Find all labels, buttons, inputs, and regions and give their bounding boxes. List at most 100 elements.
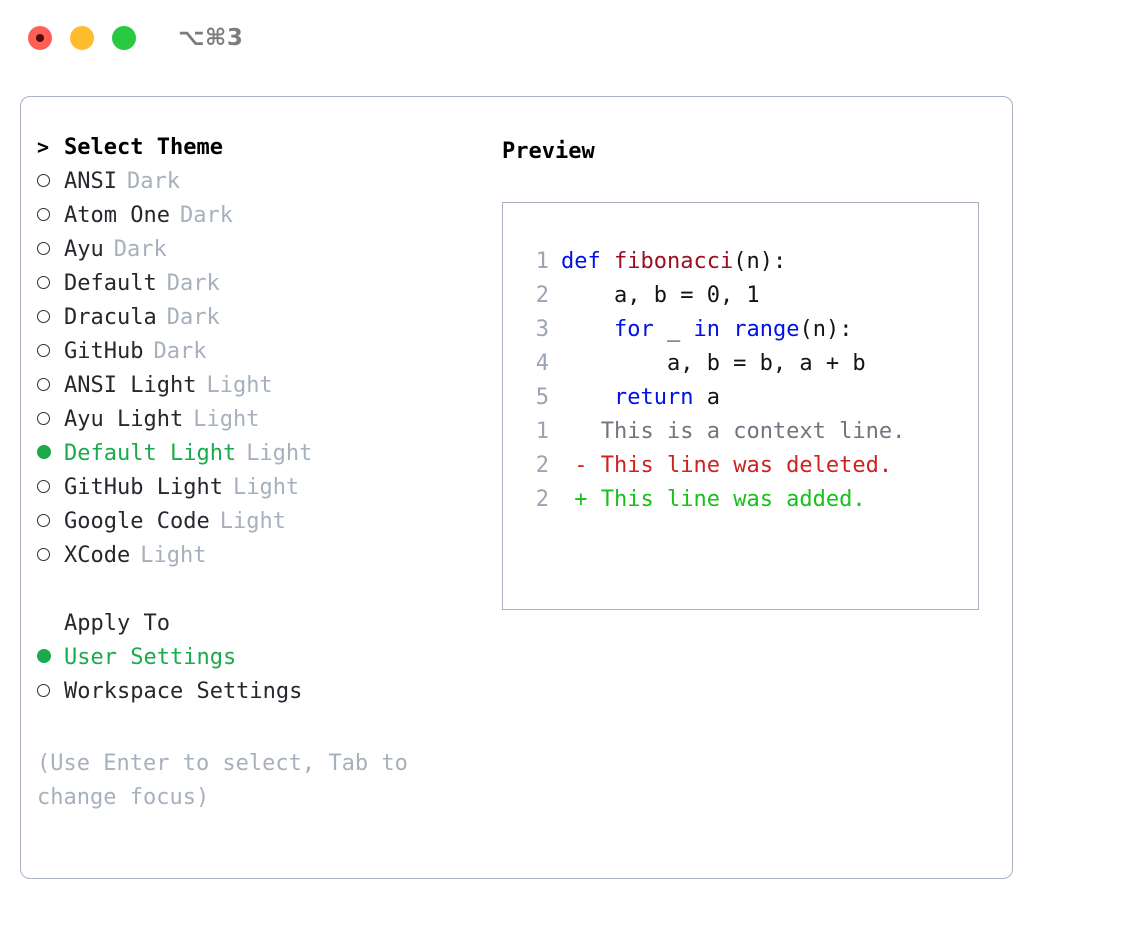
title-bar: ⌥⌘3: [0, 0, 1140, 76]
theme-item-variant: Light: [193, 407, 260, 432]
keyboard-hint: (Use Enter to select, Tab to change focu…: [37, 751, 408, 810]
code-line-number: 4: [535, 351, 549, 376]
theme-item-ansi-light[interactable]: ANSI Light Light: [37, 373, 497, 407]
code-token: a, b = 0, 1: [561, 283, 760, 308]
theme-item-variant: Dark: [153, 339, 207, 364]
preview-column: Preview 1 def fibonacci(n): 2 a, b = 0, 1 3…: [502, 135, 992, 610]
diff-marker: -: [561, 453, 601, 478]
apply-to-item-label: Workspace Settings: [64, 679, 303, 704]
code-token: [561, 381, 614, 415]
theme-item-dracula[interactable]: Dracula Dark: [37, 305, 497, 339]
theme-item-label: GitHub Light: [64, 475, 223, 500]
diff-line: 1 This is a context line.: [519, 415, 906, 449]
theme-item-variant: Light: [232, 475, 300, 500]
radio-selected-icon[interactable]: [37, 443, 64, 463]
radio-unselected-icon[interactable]: [37, 477, 64, 497]
window-controls: [28, 26, 136, 50]
theme-item-variant: Light: [219, 509, 286, 534]
radio-unselected-icon[interactable]: [37, 511, 64, 531]
select-theme-header: > Select Theme: [37, 135, 497, 169]
code-sample: 1 def fibonacci(n): 2 a, b = 0, 1 3 for _ i…: [519, 245, 866, 415]
close-window-icon[interactable]: [28, 26, 52, 50]
radio-unselected-icon[interactable]: [37, 239, 64, 259]
radio-unselected-icon[interactable]: [37, 341, 64, 361]
theme-item-google-code[interactable]: Google Code Light: [37, 509, 497, 543]
theme-item-ansi[interactable]: ANSI Dark: [37, 169, 497, 203]
theme-item-github-light[interactable]: GitHub Light Light: [37, 475, 497, 509]
minimize-window-icon[interactable]: [70, 26, 94, 50]
theme-item-github[interactable]: GitHub Dark: [37, 339, 497, 373]
code-token: return: [613, 385, 694, 410]
theme-item-variant: Light: [246, 441, 313, 466]
code-line-number: 1: [535, 249, 549, 274]
code-line-number: 5: [535, 385, 549, 410]
preview-box: 1 def fibonacci(n): 2 a, b = 0, 1 3 for _ i…: [502, 202, 979, 610]
preview-title: Preview: [502, 139, 595, 164]
code-token: [561, 313, 614, 347]
theme-item-label: Atom One: [64, 203, 170, 228]
radio-unselected-icon[interactable]: [37, 681, 64, 701]
theme-item-label: Default Light: [64, 441, 237, 466]
theme-item-variant: Dark: [113, 237, 167, 262]
code-token: [720, 313, 733, 347]
theme-item-label: ANSI: [64, 169, 117, 194]
theme-item-variant: Light: [206, 373, 273, 398]
theme-item-variant: Dark: [179, 203, 233, 228]
code-token: in: [693, 317, 720, 342]
code-line: 3 for _ in range(n):: [519, 313, 866, 347]
diff-line: 2 - This line was deleted.: [519, 449, 905, 483]
theme-item-label: Default: [64, 271, 157, 296]
radio-unselected-icon[interactable]: [37, 545, 64, 565]
theme-item-label: ANSI Light: [64, 373, 197, 398]
radio-unselected-icon[interactable]: [37, 273, 64, 293]
diff-text: This line was deleted.: [600, 453, 893, 478]
theme-item-label: Google Code: [64, 509, 210, 534]
theme-item-label: Dracula: [64, 305, 157, 330]
list-spacer: [37, 577, 497, 611]
apply-to-item-label: User Settings: [64, 645, 237, 670]
diff-line-number: 1: [535, 419, 549, 444]
theme-item-variant: Dark: [126, 169, 180, 194]
code-line-number: 3: [535, 317, 549, 342]
radio-unselected-icon[interactable]: [37, 205, 64, 225]
code-token: range: [733, 317, 800, 342]
keyboard-shortcut-label: ⌥⌘3: [178, 25, 244, 51]
radio-selected-icon[interactable]: [37, 647, 64, 667]
diff-line-number: 2: [535, 487, 549, 512]
code-line: 1 def fibonacci(n):: [519, 245, 866, 279]
theme-item-default[interactable]: Default Dark: [37, 271, 497, 305]
theme-item-atom-one[interactable]: Atom One Dark: [37, 203, 497, 237]
code-token: _: [653, 317, 694, 342]
code-line: 5 return a: [519, 381, 866, 415]
apply-to-item-workspace-settings[interactable]: Workspace Settings: [37, 679, 497, 713]
diff-marker: [561, 415, 601, 449]
diff-sample: 1 This is a context line.2 - This line w…: [519, 415, 906, 517]
radio-unselected-icon[interactable]: [37, 375, 64, 395]
diff-text: This line was added.: [600, 487, 866, 512]
theme-item-default-light[interactable]: Default Light Light: [37, 441, 497, 475]
theme-item-label: Ayu Light: [64, 407, 184, 432]
theme-item-variant: Dark: [166, 305, 220, 330]
theme-item-label: GitHub: [64, 339, 144, 364]
select-theme-title: Select Theme: [64, 135, 223, 160]
code-token: (n):: [733, 249, 787, 274]
theme-item-label: Ayu: [64, 237, 104, 262]
maximize-window-icon[interactable]: [112, 26, 136, 50]
code-token: def: [561, 249, 614, 274]
theme-item-variant: Dark: [166, 271, 220, 296]
radio-unselected-icon[interactable]: [37, 171, 64, 191]
code-line-number: 2: [535, 283, 549, 308]
radio-unselected-icon[interactable]: [37, 307, 64, 327]
theme-item-variant: Light: [140, 543, 207, 568]
caret-icon: >: [37, 135, 50, 159]
radio-unselected-icon[interactable]: [37, 409, 64, 429]
diff-line-number: 2: [535, 453, 549, 478]
apply-to-item-user-settings[interactable]: User Settings: [37, 645, 497, 679]
code-token: fibonacci: [613, 249, 734, 274]
theme-item-ayu[interactable]: Ayu Dark: [37, 237, 497, 271]
theme-item-ayu-light[interactable]: Ayu Light Light: [37, 407, 497, 441]
